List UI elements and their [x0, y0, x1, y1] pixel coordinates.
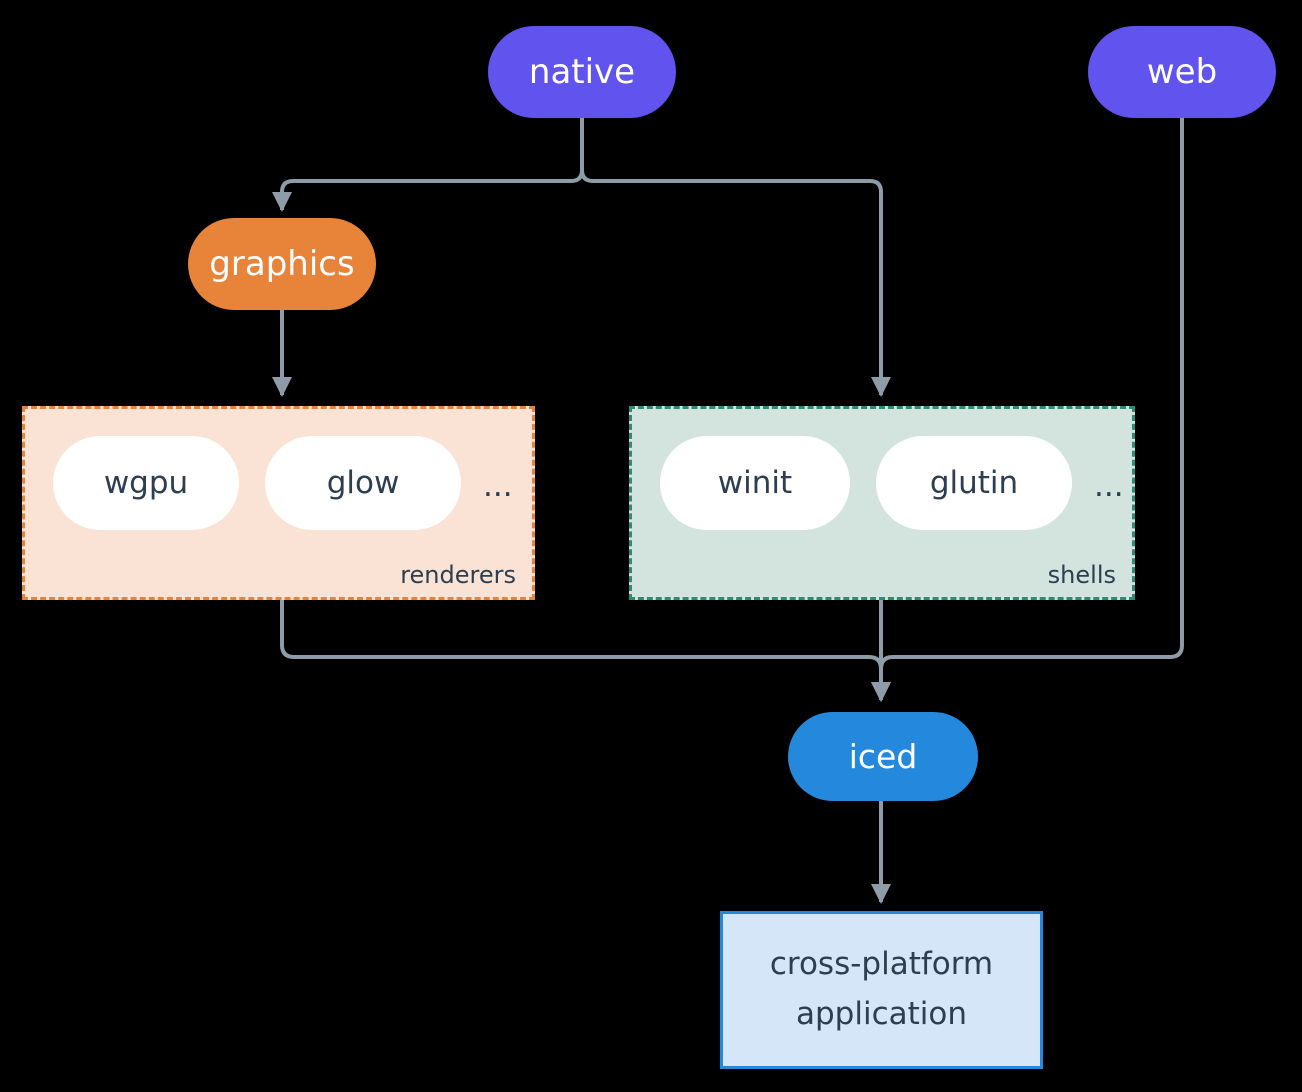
edge-native-shells: [580, 118, 891, 397]
node-application-label-line2: application: [796, 996, 967, 1032]
leaf-glutin[interactable]: glutin: [876, 436, 1072, 530]
node-iced[interactable]: iced: [788, 712, 978, 801]
group-shells: winit glutin ... shells: [629, 406, 1135, 600]
renderers-overflow-ellipsis: ...: [483, 468, 513, 504]
group-shells-label: shells: [1047, 561, 1116, 589]
leaf-glutin-label: glutin: [929, 465, 1019, 501]
leaf-wgpu[interactable]: wgpu: [53, 436, 239, 530]
group-renderers-label: renderers: [400, 561, 516, 589]
node-native-label: native: [528, 52, 636, 92]
leaf-glow[interactable]: glow: [265, 436, 461, 530]
node-application[interactable]: cross-platform application: [720, 911, 1043, 1069]
node-iced-label: iced: [848, 737, 918, 776]
leaf-winit-label: winit: [717, 465, 793, 501]
node-web[interactable]: web: [1088, 26, 1276, 118]
node-application-label-line1: cross-platform: [769, 946, 994, 983]
node-web-label: web: [1146, 52, 1218, 92]
edge-renderers-iced: [280, 600, 891, 702]
node-graphics[interactable]: graphics: [188, 218, 376, 310]
group-renderers: wgpu glow ... renderers: [22, 406, 535, 600]
leaf-winit[interactable]: winit: [660, 436, 850, 530]
leaf-glow-label: glow: [326, 465, 400, 501]
edge-native-bus: [272, 118, 584, 212]
node-native[interactable]: native: [488, 26, 676, 118]
shells-overflow-ellipsis: ...: [1094, 468, 1124, 504]
edge-web-iced: [871, 118, 1184, 702]
leaf-wgpu-label: wgpu: [103, 465, 189, 501]
node-graphics-label: graphics: [209, 244, 355, 284]
